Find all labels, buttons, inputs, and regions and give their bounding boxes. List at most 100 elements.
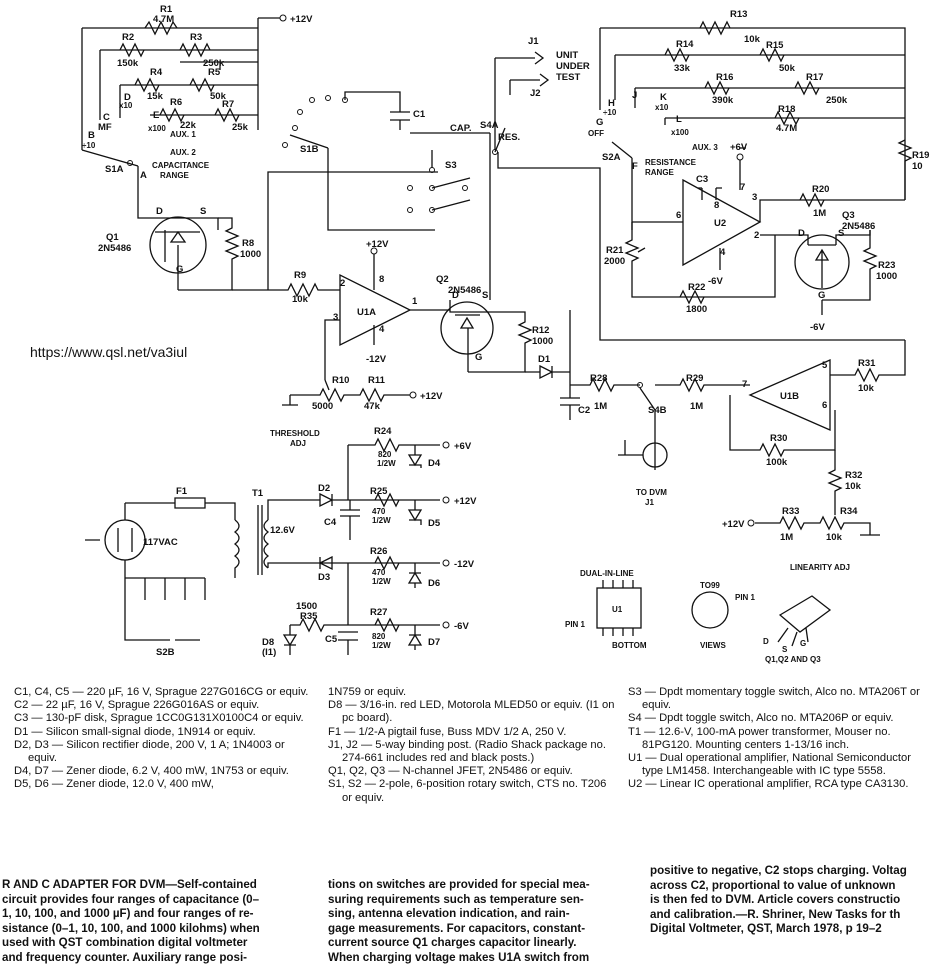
label-u1a-pin2: 2: [340, 278, 345, 289]
label-r17-value: 250k: [826, 95, 848, 106]
label-d1: D1: [538, 354, 551, 365]
label-plus12-top: +12V: [290, 14, 313, 25]
parts-item: T1 — 12.6-V, 100-mA power transformer, M…: [628, 725, 891, 751]
label-r25: R25: [370, 486, 388, 497]
label-q1-s: S: [200, 206, 206, 217]
label-r35: R35: [300, 611, 318, 622]
label-u1a-pin4: 4: [379, 324, 385, 335]
label-q3-s: S: [838, 228, 844, 239]
label-r7-value: 25k: [232, 122, 249, 133]
label-out-minus12: -12V: [454, 559, 475, 570]
caption-column-2: tions on switches are provided for speci…: [328, 878, 590, 964]
label-d8: D8(I1): [262, 637, 276, 658]
label-u1b-pin5: 5: [822, 360, 828, 371]
label-s1a: S1A: [105, 164, 124, 175]
label-q2: Q22N5486: [436, 274, 481, 296]
label-r6: R6: [170, 97, 182, 108]
label-q1-d: D: [156, 206, 163, 217]
label-r5-value: 50k: [210, 91, 227, 102]
parts-item: S1, S2 — 2-pole, 6-position rotary switc…: [328, 778, 607, 804]
label-u2-pin3: 3: [752, 192, 757, 203]
label-r4-value: 15k: [147, 91, 164, 102]
label-u2-pin8: 8: [714, 200, 719, 211]
label-u1b-pin7: 7: [742, 379, 747, 390]
label-switch-d: D: [124, 92, 131, 103]
label-res: RES.: [498, 132, 520, 143]
label-r10: R10: [332, 375, 349, 386]
label-out-minus6: -6V: [454, 621, 469, 632]
label-switch-h: H: [608, 98, 615, 109]
label-d5: D5: [428, 518, 441, 529]
label-r29-value: 1M: [690, 401, 703, 412]
label-r33: R33: [782, 506, 799, 517]
label-switch-g: G: [596, 117, 603, 128]
label-q3-d: D: [798, 228, 805, 239]
label-q1-q2-q3-package: Q1,Q2 AND Q3: [765, 655, 821, 664]
label-r11-value: 47k: [364, 401, 381, 412]
capacitance-range-network: +12V R1 4.7M R2 150k R3 250k R4 15k R5 5…: [81, 4, 313, 205]
parts-list-column-2: 1N759 or equiv. D8 — 3/16-in. red LED, M…: [328, 686, 618, 805]
label-s3: S3: [445, 160, 457, 171]
label-r7: R7: [222, 99, 234, 110]
parts-list-column-1: C1, C4, C5 — 220 µF, 16 V, Sprague 227G0…: [14, 686, 314, 792]
label-switch-l: L: [676, 114, 682, 125]
label-s2a: S2A: [602, 152, 621, 163]
label-q3-g: G: [818, 290, 825, 301]
label-pkg-s: S: [782, 645, 788, 654]
parts-item: S4 — Dpdt toggle switch, Alco no. MTA206…: [628, 712, 894, 725]
label-u2-pin4: 4: [720, 247, 726, 258]
label-r31-value: 10k: [858, 383, 875, 394]
label-r28: R28: [590, 373, 607, 384]
label-r24: R24: [374, 426, 392, 437]
label-u1a: U1A: [357, 307, 376, 318]
s1b-s3-cap-switching: C1 S1B S3 CAP.: [267, 91, 491, 300]
parts-item: D8 — 3/16-in. red LED, Motorola MLED50 o…: [328, 699, 615, 725]
label-c1: C1: [413, 109, 426, 120]
label-switch-x10: x10: [119, 101, 133, 110]
parts-item: C3 — 130-pF disk, Sprague 1CC0G131X0100C…: [14, 712, 304, 725]
label-switch-j: J: [632, 90, 637, 101]
label-r14: R14: [676, 39, 694, 50]
label-switch-l-x100: x100: [671, 128, 689, 137]
label-r13-value: 10k: [744, 34, 761, 45]
label-u2-pin2: 2: [754, 230, 759, 241]
label-switch-h-div10: ÷10: [603, 108, 617, 117]
parts-item: 1N759 or equiv.: [328, 686, 407, 698]
label-r18-value: 4.7M: [776, 123, 797, 134]
label-r28-value: 1M: [594, 401, 607, 412]
label-out-plus6: +6V: [454, 441, 472, 452]
label-u1b-pin6: 6: [822, 400, 827, 411]
label-out-plus12: +12V: [454, 496, 477, 507]
label-switch-x100: x100: [148, 124, 166, 133]
label-r4: R4: [150, 67, 163, 78]
label-switch-k-x10: x10: [655, 103, 669, 112]
label-s1b: S1B: [300, 144, 319, 155]
label-d3: D3: [318, 572, 330, 583]
label-to99: TO99: [700, 581, 720, 590]
parts-item: D1 — Silicon small-signal diode, 1N914 o…: [14, 725, 256, 738]
label-r30: R30: [770, 433, 787, 444]
label-dual-in-line: DUAL-IN-LINE: [580, 569, 634, 578]
label-s2b: S2B: [156, 647, 175, 658]
label-r11-plus12: +12V: [420, 391, 443, 402]
label-r1-value: 4.7M: [153, 14, 174, 25]
label-switch-e: E: [153, 110, 159, 121]
parts-item: C2 — 22 µF, 16 V, Sprague 226G016AS or e…: [14, 699, 260, 712]
label-d2: D2: [318, 483, 330, 494]
label-r14-value: 33k: [674, 63, 691, 74]
